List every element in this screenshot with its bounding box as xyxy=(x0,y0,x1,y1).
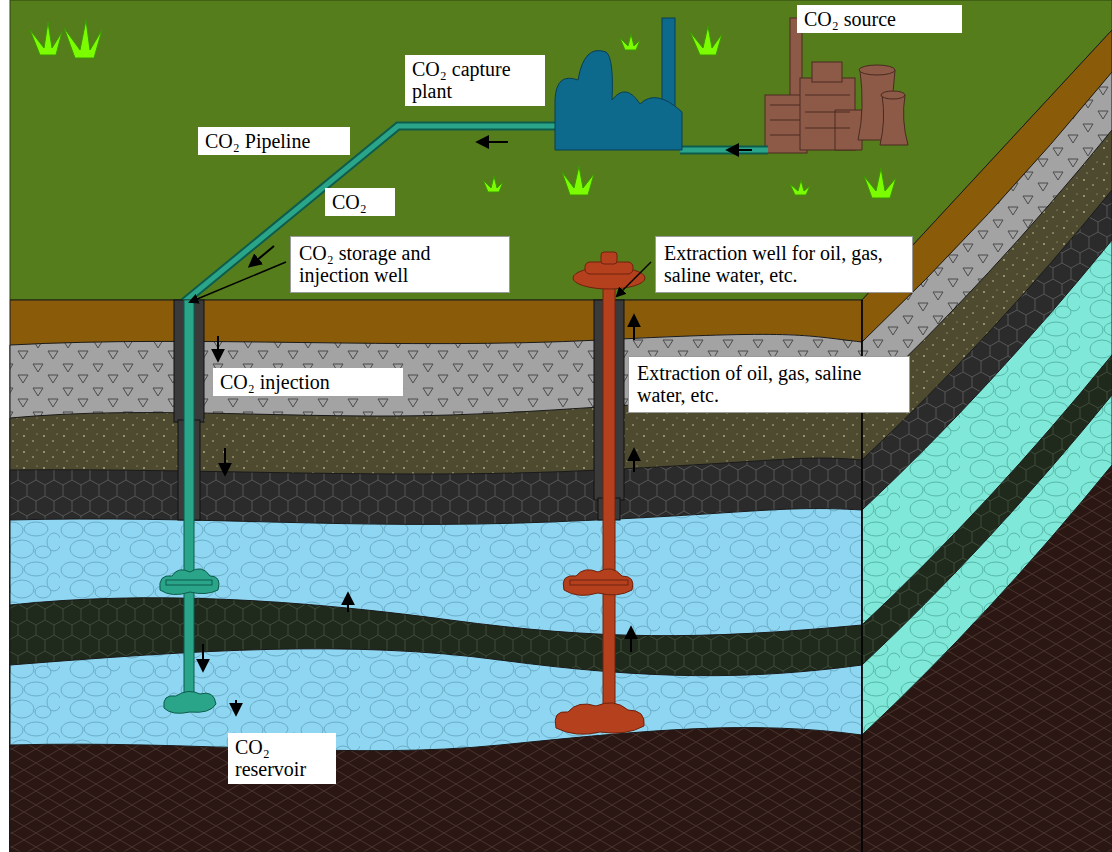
grass-tufts xyxy=(30,20,896,198)
label-text: CO₂ reservoir xyxy=(235,736,329,781)
capture-plant xyxy=(555,18,682,150)
side-strata xyxy=(862,30,1112,852)
label-text: Extraction of oil, gas, saline water, et… xyxy=(637,362,901,407)
co2-source-factory xyxy=(765,18,908,153)
label-text: Extraction well for oil, gas, saline wat… xyxy=(664,242,904,287)
label-box: CO₂ source xyxy=(797,5,962,33)
injection-well xyxy=(160,300,219,713)
label-text: CO₂ injection xyxy=(220,371,396,393)
label-text: CO₂ xyxy=(332,191,388,213)
callout-box: Extraction well for oil, gas, saline wat… xyxy=(655,236,913,293)
callout-box: CO₂ storage and injection well xyxy=(290,236,510,293)
label-box: CO₂ injection xyxy=(213,368,403,396)
label-text: CO₂ Pipeline xyxy=(205,130,343,152)
label-box: CO₂ reservoir xyxy=(228,733,336,784)
extraction-well xyxy=(555,252,645,734)
label-box: CO₂ capture plant xyxy=(405,55,545,106)
callout-box: Extraction of oil, gas, saline water, et… xyxy=(628,356,910,413)
flow-arrows xyxy=(203,142,752,714)
label-text: CO₂ source xyxy=(804,8,955,30)
label-text: CO₂ storage and injection well xyxy=(299,242,501,287)
label-box: CO₂ Pipeline xyxy=(198,127,350,155)
label-text: CO₂ capture plant xyxy=(412,58,538,103)
label-box: CO₂ xyxy=(325,188,395,216)
